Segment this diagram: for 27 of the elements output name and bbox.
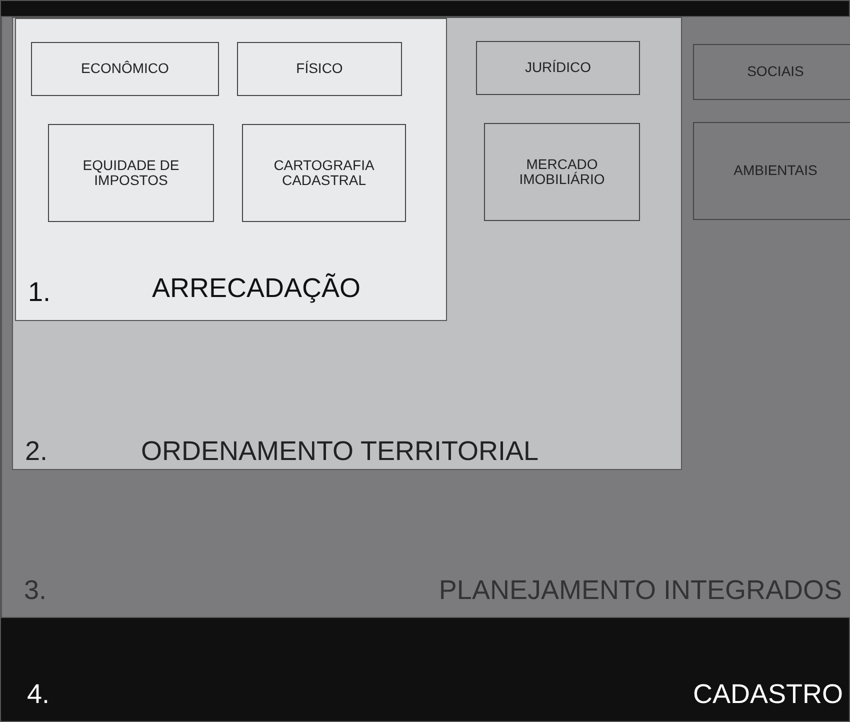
category-box bbox=[48, 124, 214, 222]
level-title: CADASTRO bbox=[692, 679, 843, 710]
category-box bbox=[242, 124, 406, 222]
category-box bbox=[693, 122, 850, 220]
level-number: 4. bbox=[27, 679, 50, 710]
category-label: EQUIDADE DE IMPOSTOS bbox=[82, 158, 180, 188]
category-box bbox=[31, 42, 219, 96]
category-box bbox=[484, 123, 640, 221]
category-label: SOCIAIS bbox=[747, 64, 804, 80]
layer-panel bbox=[1, 16, 850, 618]
category-label: ECONÔMICO bbox=[81, 61, 169, 77]
level-title: PLANEJAMENTO INTEGRADOS bbox=[438, 575, 842, 606]
level-number: 1. bbox=[28, 277, 51, 308]
category-label: JURÍDICO bbox=[524, 60, 592, 76]
level-number: 3. bbox=[24, 575, 47, 606]
layer-panel bbox=[15, 18, 447, 321]
level-title: ARRECADAÇÃO bbox=[152, 273, 361, 304]
category-box bbox=[237, 42, 402, 96]
category-label: CARTOGRAFIA CADASTRAL bbox=[272, 158, 376, 188]
layer-panel bbox=[12, 17, 682, 470]
category-box bbox=[693, 44, 850, 100]
category-box bbox=[476, 41, 640, 95]
level-number: 2. bbox=[25, 436, 48, 467]
level-title: ORDENAMENTO TERRITORIAL bbox=[141, 436, 539, 467]
category-label: FÍSICO bbox=[296, 61, 343, 77]
category-label: AMBIENTAIS bbox=[734, 163, 818, 179]
category-label: MERCADO IMOBILIÁRIO bbox=[518, 156, 606, 188]
